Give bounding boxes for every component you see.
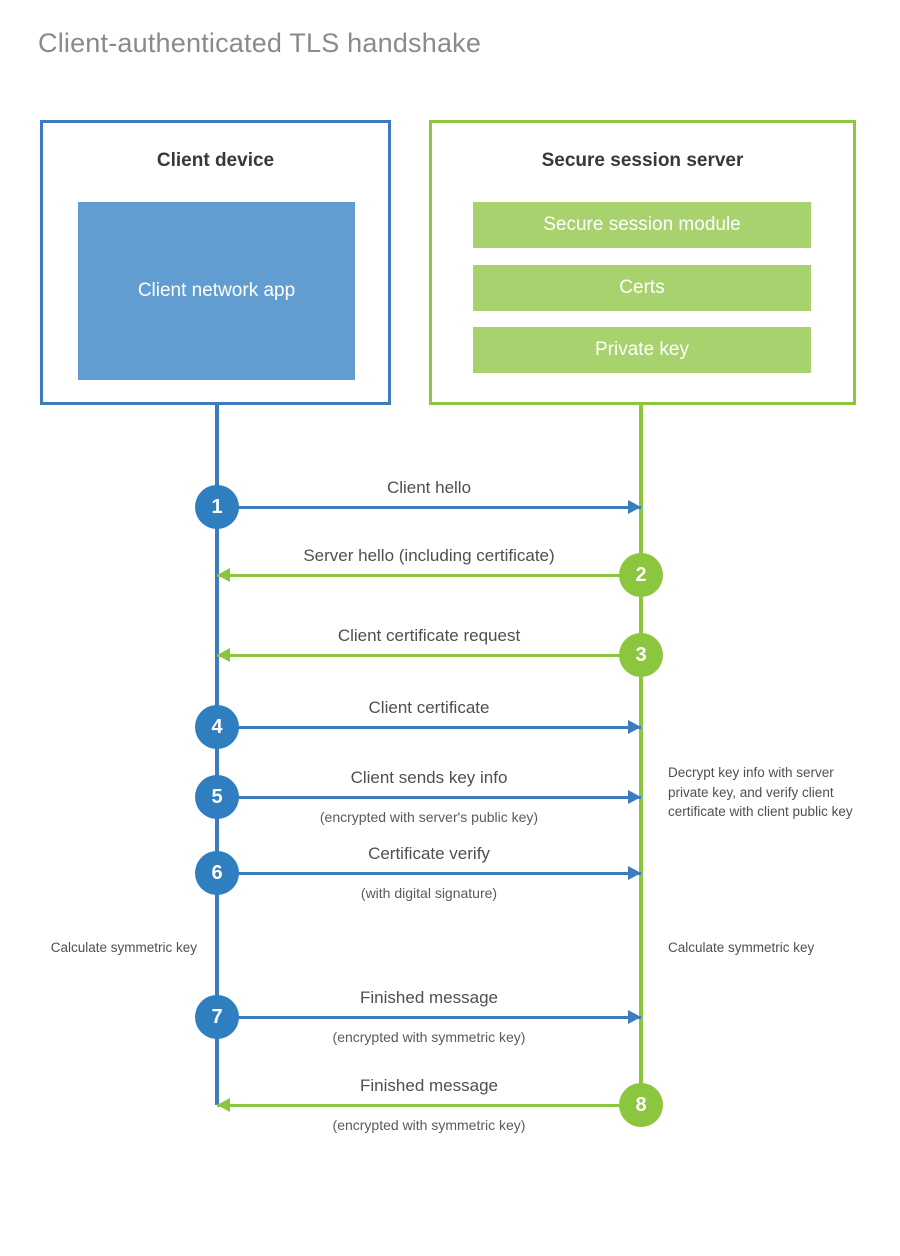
message-sublabel-6: (with digital signature) [360,885,498,901]
message-label-4: Client certificate [368,698,490,717]
arrow-line [217,653,641,657]
server-component-secure-session-module: Secure session module [473,202,811,248]
message-sublabel-7: (encrypted with symmetric key) [332,1029,526,1045]
message-sublabel-8: (encrypted with symmetric key) [332,1117,526,1133]
step-circle-4: 4 [195,705,239,749]
arrow-line [217,725,641,729]
client-note-calculate-symmetric-key: Calculate symmetric key [50,940,197,955]
client-device-title: Client device [156,150,275,171]
client-lifeline [215,405,219,1105]
step-circle-1: 1 [195,485,239,529]
step-circle-7: 7 [195,995,239,1039]
message-label-5: Client sends key info [350,768,508,787]
step-circle-8: 8 [619,1083,663,1127]
arrowhead-right-icon [628,500,641,514]
message-label-8: Finished message [360,1076,498,1095]
arrow-line [217,871,641,875]
message-label-1: Client hello [386,478,472,497]
arrowhead-right-icon [628,720,641,734]
arrowhead-right-icon [628,866,641,880]
arrow-line [217,505,641,509]
arrowhead-left-icon [217,648,230,662]
arrow-line [217,1103,641,1107]
secure-session-server-box: Secure session server Secure session mod… [429,120,856,405]
message-label-3: Client certificate request [337,626,521,645]
server-note-decrypt-key-info: Decrypt key info with server private key… [668,765,853,820]
arrowhead-right-icon [628,1010,641,1024]
client-network-app-block: Client network app [78,202,355,380]
server-lifeline [639,405,643,1105]
step-circle-2: 2 [619,553,663,597]
arrowhead-left-icon [217,568,230,582]
step-circle-5: 5 [195,775,239,819]
message-label-6: Certificate verify [368,844,490,863]
arrow-line [217,573,641,577]
server-component-certs: Certs [473,265,811,311]
server-note-calculate-symmetric-key: Calculate symmetric key [668,940,815,955]
step-circle-6: 6 [195,851,239,895]
step-circle-3: 3 [619,633,663,677]
message-label-2: Server hello (including certificate) [303,546,555,565]
message-label-7: Finished message [360,988,498,1007]
secure-session-server-title: Secure session server [541,150,744,171]
arrow-line [217,795,641,799]
page-title: Client-authenticated TLS handshake [38,28,482,58]
arrow-line [217,1015,641,1019]
server-component-private-key: Private key [473,327,811,373]
arrowhead-left-icon [217,1098,230,1112]
arrowhead-right-icon [628,790,641,804]
client-device-box: Client device Client network app [40,120,391,405]
message-sublabel-5: (encrypted with server's public key) [319,809,539,825]
